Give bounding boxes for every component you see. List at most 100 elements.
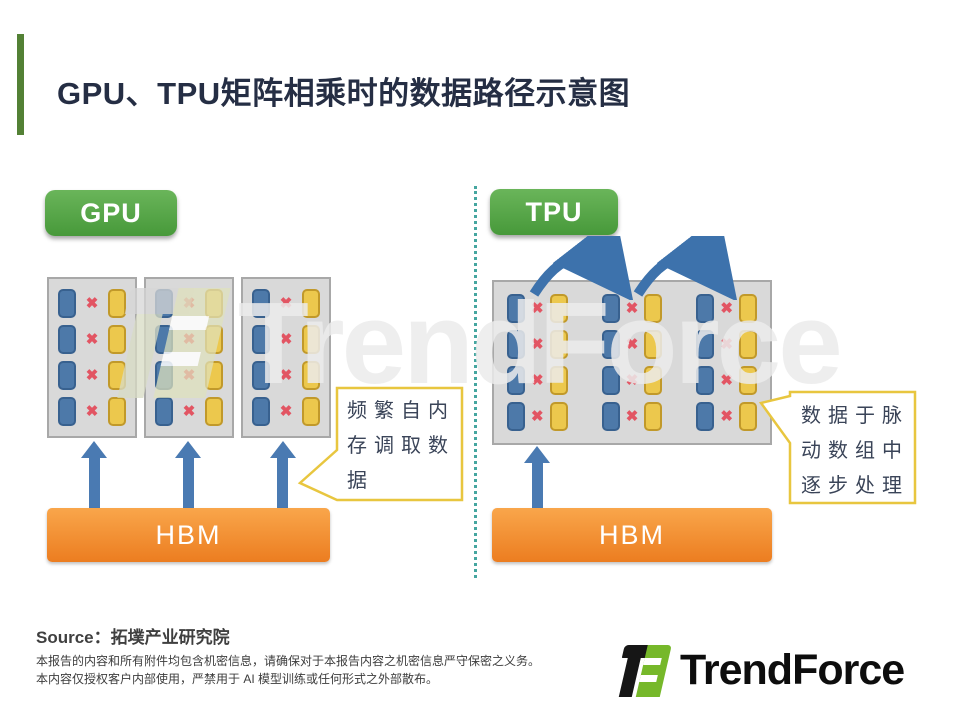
gpu-callout-text: 频繁自内 存调取数 据 (347, 400, 455, 492)
up-arrow-icon (81, 441, 108, 508)
mac-row: ✖ (58, 325, 126, 354)
mac-row: ✖ (155, 397, 223, 426)
input-cell (696, 330, 715, 359)
weight-cell (204, 325, 223, 354)
mac-group: ✖ (507, 366, 568, 395)
systolic-flow-arrows-icon (529, 236, 738, 300)
multiply-icon: ✖ (279, 295, 293, 312)
multiply-icon: ✖ (182, 403, 196, 420)
mac-group: ✖ (601, 366, 663, 395)
mac-group: ✖ (696, 402, 757, 431)
weight-cell (301, 325, 320, 354)
gpu-chip-rows: ✖ ✖ ✖ ✖ (243, 279, 329, 436)
weight-cell (644, 294, 663, 323)
gpu-chip-rows: ✖ ✖ ✖ ✖ (49, 279, 135, 436)
weight-cell (301, 397, 320, 426)
input-cell (507, 366, 525, 395)
tpu-callout-text: 数据于脉 动数组中 逐步处理 (801, 405, 909, 497)
trendforce-logo-text: TrendForce (680, 645, 905, 694)
multiply-icon: ✖ (85, 331, 99, 348)
tpu-label: TPU (490, 189, 618, 235)
mac-row: ✖ (58, 361, 126, 390)
input-cell (252, 361, 270, 390)
source-line: Source：拓墣产业研究院 (36, 628, 230, 647)
weight-cell (301, 361, 320, 390)
multiply-icon: ✖ (531, 372, 544, 389)
weight-cell (644, 366, 663, 395)
disclaimer: 本报告的内容和所有附件均包含机密信息，请确保对于本报告内容之机密信息严守保密之义… (36, 652, 540, 688)
input-cell (507, 294, 525, 323)
tpu-row: ✖ ✖ ✖ (507, 402, 757, 431)
mac-group: ✖ (696, 330, 757, 359)
multiply-icon: ✖ (85, 295, 99, 312)
input-cell (58, 325, 76, 354)
multiply-icon: ✖ (625, 336, 639, 353)
input-cell (601, 402, 620, 431)
multiply-icon: ✖ (720, 336, 733, 353)
tpu-callout-bubble (758, 390, 917, 505)
weight-cell (644, 402, 663, 431)
mac-row: ✖ (155, 361, 223, 390)
input-cell (252, 289, 270, 318)
mac-row: ✖ (252, 361, 320, 390)
multiply-icon: ✖ (720, 300, 733, 317)
mac-group: ✖ (507, 294, 568, 323)
input-cell (507, 330, 525, 359)
tpu-row: ✖ ✖ ✖ (507, 330, 757, 359)
weight-cell (738, 294, 757, 323)
input-cell (601, 366, 620, 395)
gpu-hbm-bar: HBM (47, 508, 330, 562)
up-arrow-icon (175, 441, 202, 508)
mac-group: ✖ (696, 366, 757, 395)
mac-row: ✖ (58, 397, 126, 426)
multiply-icon: ✖ (182, 331, 196, 348)
weight-cell (107, 361, 126, 390)
page-title: GPU、TPU矩阵相乘时的数据路径示意图 (57, 76, 631, 111)
input-cell (58, 289, 76, 318)
tpu-memory-arrow (524, 446, 550, 508)
input-cell (58, 397, 76, 426)
tpu-hbm-bar: HBM (492, 508, 772, 562)
mac-row: ✖ (252, 289, 320, 318)
multiply-icon: ✖ (279, 403, 293, 420)
multiply-icon: ✖ (279, 367, 293, 384)
weight-cell (549, 402, 568, 431)
mac-group: ✖ (507, 402, 568, 431)
multiply-icon: ✖ (720, 372, 733, 389)
weight-cell (549, 366, 568, 395)
weight-cell (204, 289, 223, 318)
multiply-icon: ✖ (85, 367, 99, 384)
multiply-icon: ✖ (625, 372, 639, 389)
input-cell (58, 361, 76, 390)
gpu-chips: ✖ ✖ ✖ ✖ (47, 277, 331, 438)
weight-cell (738, 402, 757, 431)
disclaimer-line-1: 本报告的内容和所有附件均包含机密信息，请确保对于本报告内容之机密信息严守保密之义… (36, 654, 541, 668)
weight-cell (549, 330, 568, 359)
mac-group: ✖ (601, 330, 663, 359)
up-arrow-icon (269, 441, 296, 508)
mac-row: ✖ (252, 325, 320, 354)
mac-group: ✖ (507, 330, 568, 359)
multiply-icon: ✖ (625, 300, 639, 317)
input-cell (252, 397, 270, 426)
tpu-rows: ✖ ✖ ✖ ✖ (494, 282, 770, 443)
mac-group: ✖ (601, 402, 663, 431)
gpu-label: GPU (45, 190, 177, 236)
weight-cell (204, 397, 223, 426)
mac-row: ✖ (58, 289, 126, 318)
tpu-row: ✖ ✖ ✖ (507, 294, 757, 323)
input-cell (155, 325, 173, 354)
gpu-chip: ✖ ✖ ✖ ✖ (144, 277, 234, 438)
weight-cell (301, 289, 320, 318)
mac-row: ✖ (252, 397, 320, 426)
disclaimer-line-2: 本内容仅授权客户内部使用，严禁用于 AI 模型训练或任何形式之外部散布。 (36, 672, 439, 686)
section-divider (474, 186, 477, 578)
input-cell (601, 330, 620, 359)
weight-cell (107, 397, 126, 426)
tpu-systolic-array: ✖ ✖ ✖ ✖ (492, 280, 772, 445)
tpu-row: ✖ ✖ ✖ (507, 366, 757, 395)
title-accent-bar (17, 34, 24, 135)
input-cell (155, 361, 173, 390)
multiply-icon: ✖ (720, 408, 733, 425)
